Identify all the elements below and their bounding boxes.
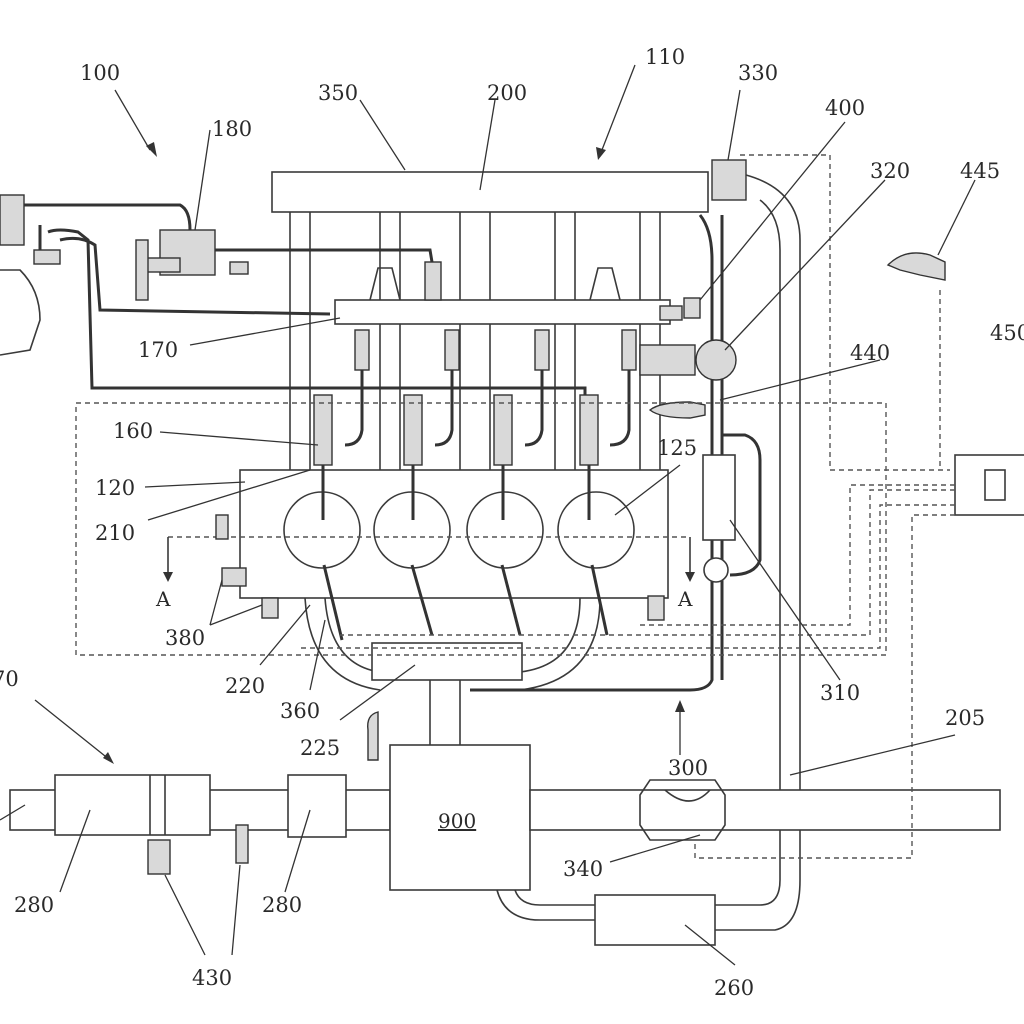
label-350: 350 — [318, 81, 358, 105]
cylinder-3 — [466, 491, 544, 569]
label-225: 225 — [300, 736, 340, 760]
label-205: 205 — [945, 706, 985, 730]
label-320: 320 — [870, 159, 910, 183]
label-section-a-right: A — [677, 587, 693, 611]
cylinder-4 — [557, 491, 635, 569]
label-440: 440 — [850, 341, 890, 365]
injectors — [313, 329, 637, 520]
fuel-rail — [334, 261, 683, 325]
label-340: 340 — [563, 857, 603, 881]
control-wiring — [75, 154, 1024, 859]
label-400: 400 — [825, 96, 865, 120]
label-section-a-left: A — [155, 587, 171, 611]
label-110: 110 — [645, 45, 685, 69]
label-210: 210 — [95, 521, 135, 545]
fuel-supply — [0, 194, 587, 395]
label-200: 200 — [487, 81, 527, 105]
engine-block — [163, 469, 695, 621]
label-450: 450 — [990, 321, 1024, 345]
label-330: 330 — [738, 61, 778, 85]
label-160: 160 — [113, 419, 153, 443]
manifold — [304, 564, 609, 761]
label-280-left: 280 — [14, 893, 54, 917]
label-220: 220 — [225, 674, 265, 698]
label-180: 180 — [212, 117, 252, 141]
label-360: 360 — [280, 699, 320, 723]
label-280-right: 280 — [262, 893, 302, 917]
label-120: 120 — [95, 476, 135, 500]
leader-lines — [0, 64, 976, 966]
label-100: 100 — [80, 61, 120, 85]
label-430: 430 — [192, 966, 232, 990]
label-445: 445 — [960, 159, 1000, 183]
label-380: 380 — [165, 626, 205, 650]
reference-labels: 100 110 180 350 200 330 400 320 445 450 … — [0, 45, 1024, 1000]
label-300: 300 — [668, 756, 708, 780]
cylinder-head — [271, 171, 709, 470]
label-70: 70 — [0, 667, 19, 691]
label-260: 260 — [714, 976, 754, 1000]
label-125: 125 — [657, 436, 697, 460]
label-170: 170 — [138, 338, 178, 362]
label-310: 310 — [820, 681, 860, 705]
egr-system — [470, 159, 801, 880]
label-900: 900 — [438, 809, 476, 833]
exhaust-line — [9, 744, 1001, 946]
